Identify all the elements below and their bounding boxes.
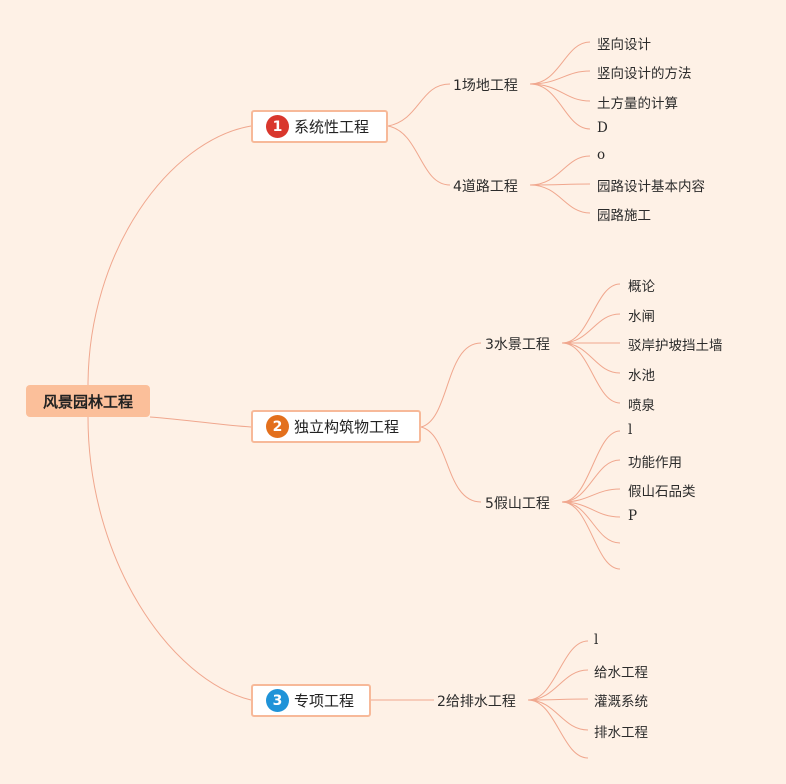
number-badge: 1 xyxy=(266,115,289,138)
leaf-node[interactable]: 喷泉 xyxy=(628,398,655,414)
leaf-node[interactable]: 竖向设计 xyxy=(597,37,651,53)
leaf-node[interactable]: 给水工程 xyxy=(594,665,648,681)
edge-leaf xyxy=(561,501,621,544)
edge-leaf xyxy=(561,283,621,344)
edge-root-independent xyxy=(149,416,252,428)
edge-leaf xyxy=(527,669,589,701)
leaf-node[interactable]: 功能作用 xyxy=(628,455,682,471)
branch-label: 系统性工程 xyxy=(294,118,370,136)
leaf-node[interactable]: 竖向设计的方法 xyxy=(597,66,692,82)
leaf-node[interactable]: 水池 xyxy=(628,368,655,384)
subtopic-plumbing[interactable]: 2给排水工程 xyxy=(437,694,516,710)
edge-leaf xyxy=(527,698,589,701)
leaf-node[interactable]: o xyxy=(597,147,606,163)
edge-leaf xyxy=(561,501,621,570)
edge-independent-water xyxy=(420,342,482,428)
edge-root-special xyxy=(87,416,252,701)
leaf-node[interactable]: l xyxy=(594,632,599,648)
branch-label: 专项工程 xyxy=(294,692,355,710)
edge-leaf xyxy=(529,83,591,102)
root-node[interactable]: 风景园林工程 xyxy=(26,385,150,417)
edge-leaf xyxy=(561,488,621,503)
edge-leaf xyxy=(529,183,591,186)
leaf-node[interactable]: l xyxy=(628,422,633,438)
edge-leaf xyxy=(527,640,589,701)
edge-leaf xyxy=(561,313,621,344)
edge-leaf xyxy=(529,83,591,130)
leaf-node[interactable]: 驳岸护坡挡土墙 xyxy=(628,338,723,354)
edge-leaf xyxy=(561,501,621,518)
branch-node-independent[interactable]: 2 独立构筑物工程 xyxy=(251,410,421,443)
leaf-node[interactable]: 灌溉系统 xyxy=(594,694,648,710)
leaf-node[interactable]: 假山石品类 xyxy=(628,484,696,500)
branch-node-systems[interactable]: 1 系统性工程 xyxy=(251,110,388,143)
edge-leaf xyxy=(529,41,591,85)
edge-leaf xyxy=(561,342,621,374)
leaf-node[interactable]: 园路设计基本内容 xyxy=(597,179,705,195)
branch-label: 独立构筑物工程 xyxy=(294,418,400,436)
number-badge: 2 xyxy=(266,415,289,438)
subtopic-site[interactable]: 1场地工程 xyxy=(453,78,518,94)
edge-leaf xyxy=(529,184,591,214)
edge-leaf xyxy=(529,155,591,186)
edge-leaf xyxy=(561,459,621,503)
branch-node-special[interactable]: 3 专项工程 xyxy=(251,684,371,717)
leaf-node[interactable]: 水闸 xyxy=(628,309,655,325)
leaf-node[interactable]: 排水工程 xyxy=(594,725,648,741)
edge-leaf xyxy=(561,430,621,503)
subtopic-road[interactable]: 4道路工程 xyxy=(453,179,518,195)
leaf-node[interactable]: D xyxy=(597,120,608,136)
edge-root-systems xyxy=(87,125,252,387)
edge-leaf xyxy=(561,342,621,404)
leaf-node[interactable]: 园路施工 xyxy=(597,208,651,224)
edge-leaf xyxy=(527,699,589,759)
leaf-node[interactable]: 概论 xyxy=(628,279,655,295)
number-badge: 3 xyxy=(266,689,289,712)
leaf-node[interactable]: 土方量的计算 xyxy=(597,96,678,112)
leaf-node[interactable]: P xyxy=(628,508,638,524)
edge-independent-rockery xyxy=(420,426,482,503)
edge-systems-site xyxy=(387,83,451,127)
subtopic-rockery[interactable]: 5假山工程 xyxy=(485,496,550,512)
edge-leaf xyxy=(527,699,589,731)
subtopic-water[interactable]: 3水景工程 xyxy=(485,337,550,353)
edge-leaf xyxy=(529,70,591,85)
edge-systems-road xyxy=(387,125,451,186)
